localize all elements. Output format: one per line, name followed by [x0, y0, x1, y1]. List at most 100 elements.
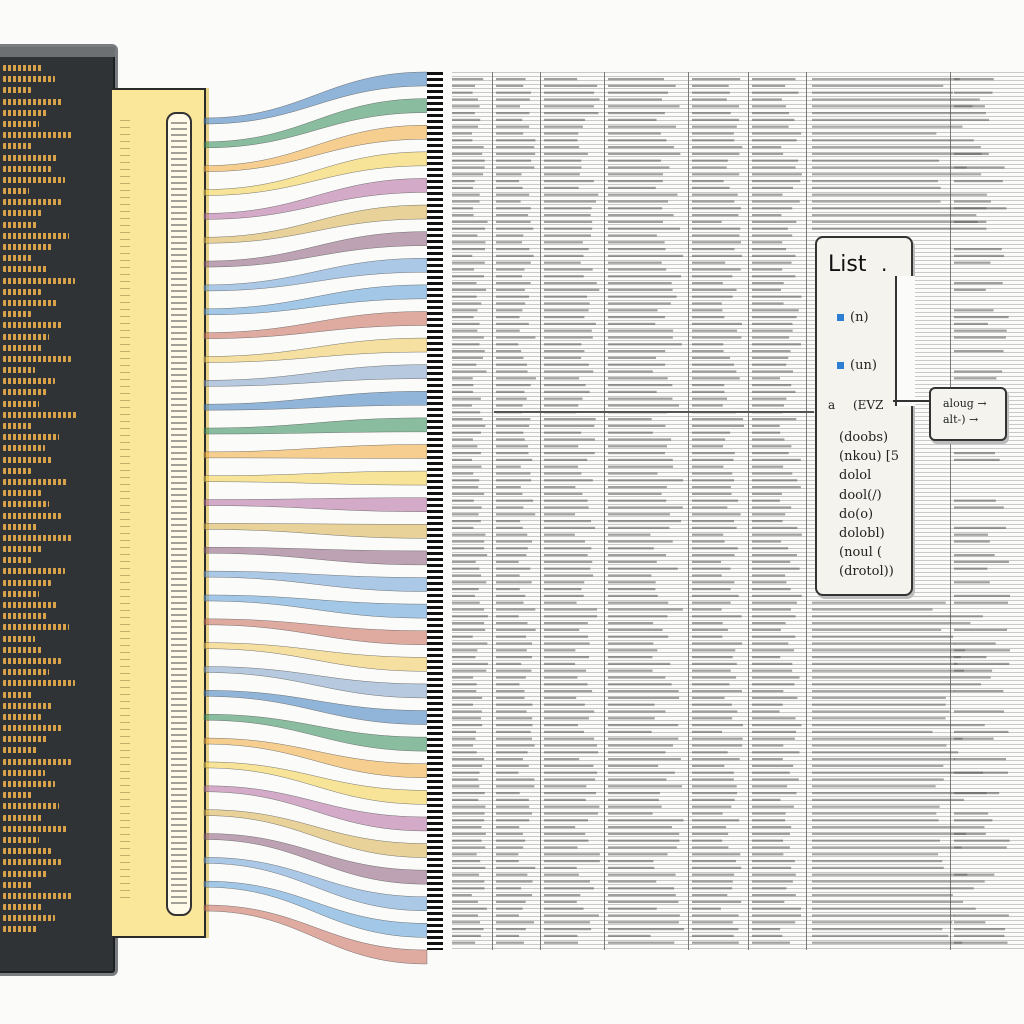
- table-cell-text: [752, 812, 786, 814]
- table-cell-text: [608, 459, 673, 461]
- table-cell-text: [496, 602, 524, 604]
- table-cell-text: [452, 547, 484, 549]
- table-cell-text: [812, 139, 974, 141]
- table-cell-text: [544, 520, 591, 522]
- table-cell-text: [954, 309, 994, 311]
- table-cell-text: [608, 853, 668, 855]
- table-cell-text: [544, 330, 592, 332]
- table-cell-text: [544, 670, 586, 672]
- table-cell-text: [452, 98, 478, 100]
- table-cell-text: [608, 649, 657, 651]
- table-cell-text: [452, 506, 482, 508]
- table-cell-text: [496, 377, 536, 379]
- table-cell-text: [692, 78, 740, 80]
- table-cell-text: [496, 316, 520, 318]
- table-cell-text: [692, 262, 725, 264]
- chip-line: aloug →: [943, 397, 987, 410]
- table-cell-text: [496, 234, 523, 236]
- table-cell-text: [752, 717, 795, 719]
- table-cell-text: [608, 466, 673, 468]
- table-cell-text: [452, 581, 486, 583]
- table-cell-text: [692, 751, 728, 753]
- table-cell-text: [954, 663, 1009, 665]
- table-cell-text: [812, 717, 946, 719]
- table-cell-text: [692, 377, 740, 379]
- table-cell-text: [544, 819, 588, 821]
- table-cell-text: [752, 880, 793, 882]
- table-cell-text: [692, 710, 737, 712]
- table-cell-text: [452, 241, 485, 243]
- table-cell-text: [496, 132, 523, 134]
- table-cell-text: [752, 241, 782, 243]
- table-cell-text: [496, 724, 533, 726]
- table-cell-text: [496, 812, 532, 814]
- table-cell-text: [692, 200, 734, 202]
- table-cell-text: [692, 690, 742, 692]
- table-cell-text: [496, 357, 523, 359]
- table-cell-text: [692, 554, 735, 556]
- table-cell-text: [812, 663, 957, 665]
- table-cell-text: [496, 683, 519, 685]
- table-cell-text: [544, 744, 597, 746]
- table-cell-text: [692, 540, 725, 542]
- table-cell-text: [496, 166, 534, 168]
- table-cell-text: [692, 676, 736, 678]
- table-cell-text: [544, 676, 577, 678]
- table-cell-text: [608, 806, 662, 808]
- table-cell-text: [544, 207, 592, 209]
- table-cell-text: [452, 785, 479, 787]
- table-cell-text: [692, 330, 737, 332]
- table-cell-text: [452, 92, 473, 94]
- table-cell-text: [954, 595, 1010, 597]
- table-cell-text: [608, 479, 683, 481]
- table-cell-text: [608, 670, 653, 672]
- table-cell-text: [812, 874, 967, 876]
- table-cell-text: [752, 561, 790, 563]
- table-cell-text: [544, 105, 594, 107]
- table-cell-text: [608, 690, 679, 692]
- table-cell-text: [752, 846, 790, 848]
- table-cell-text: [692, 370, 736, 372]
- table-cell-text: [608, 92, 668, 94]
- table-cell-text: [752, 506, 791, 508]
- table-cell-text: [692, 357, 730, 359]
- table-cell-text: [452, 704, 473, 706]
- table-cell-text: [608, 860, 653, 862]
- table-cell-text: [544, 751, 598, 753]
- table-cell-text: [544, 241, 583, 243]
- table-cell-text: [692, 513, 741, 515]
- table-cell-text: [812, 622, 970, 624]
- table-cell-text: [496, 901, 526, 903]
- table-cell-text: [752, 479, 797, 481]
- table-cell-text: [608, 520, 681, 522]
- table-cell-text: [544, 540, 585, 542]
- table-cell-text: [452, 812, 485, 814]
- table-cell-text: [496, 78, 526, 80]
- table-cell-text: [812, 608, 933, 610]
- table-cell-text: [544, 255, 584, 257]
- table-cell-text: [752, 887, 786, 889]
- table-cell-text: [544, 425, 594, 427]
- table-cell-text: [954, 289, 986, 291]
- table-cell-text: [544, 758, 579, 760]
- table-cell-text: [752, 670, 792, 672]
- table-cell-text: [608, 840, 679, 842]
- argument-item: do(o): [839, 505, 899, 524]
- table-cell-text: [452, 377, 473, 379]
- table-cell-text: [452, 221, 488, 223]
- table-cell-text: [496, 126, 529, 128]
- table-cell-text: [752, 833, 790, 835]
- table-cell-text: [812, 228, 986, 230]
- table-cell-text: [608, 880, 656, 882]
- table-cell-text: [752, 370, 793, 372]
- table-cell-text: [544, 928, 591, 930]
- table-cell-text: [496, 343, 518, 345]
- table-cell-text: [752, 296, 801, 298]
- table-cell-text: [954, 540, 990, 542]
- table-cell-text: [496, 772, 518, 774]
- table-cell-text: [608, 404, 679, 406]
- table-cell-text: [452, 438, 473, 440]
- table-cell-text: [608, 398, 672, 400]
- table-cell-text: [544, 364, 589, 366]
- table-cell-text: [812, 656, 961, 658]
